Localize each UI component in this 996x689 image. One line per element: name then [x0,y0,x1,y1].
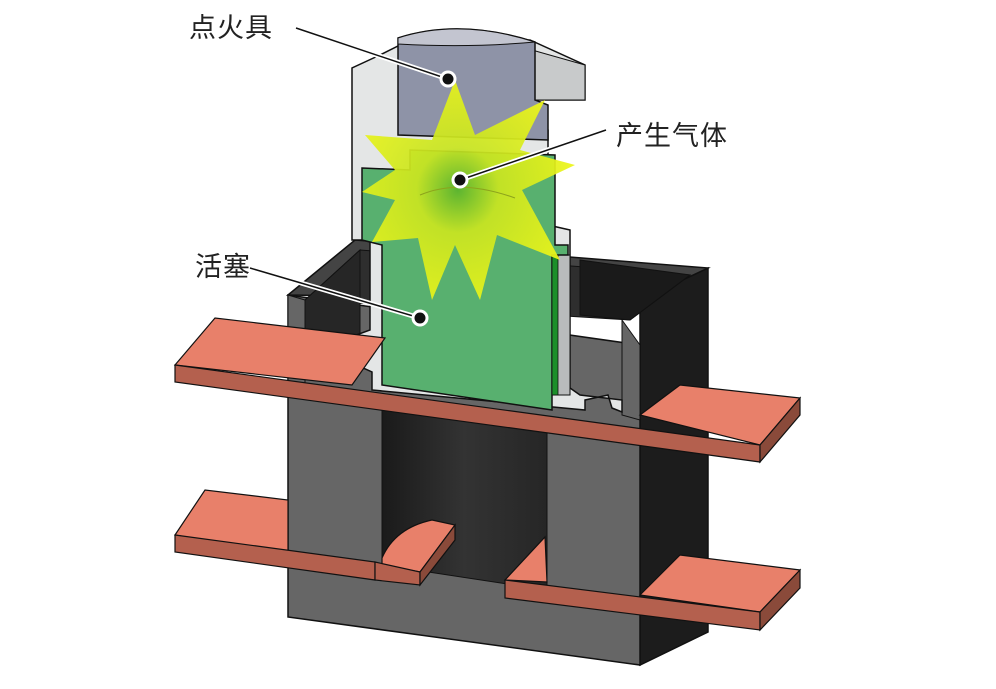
leader-igniter [295,25,457,88]
upper-busbar [173,317,802,464]
label-igniter: 点火具 [189,13,273,44]
leader-gas [451,127,607,189]
lower-busbar-left [173,489,457,587]
leader-piston [249,265,429,327]
label-gas: 产生气体 [616,121,728,152]
lower-busbar-right [503,535,802,632]
label-piston: 活塞 [195,252,251,283]
gas-burst [362,80,575,300]
igniter [397,28,549,141]
